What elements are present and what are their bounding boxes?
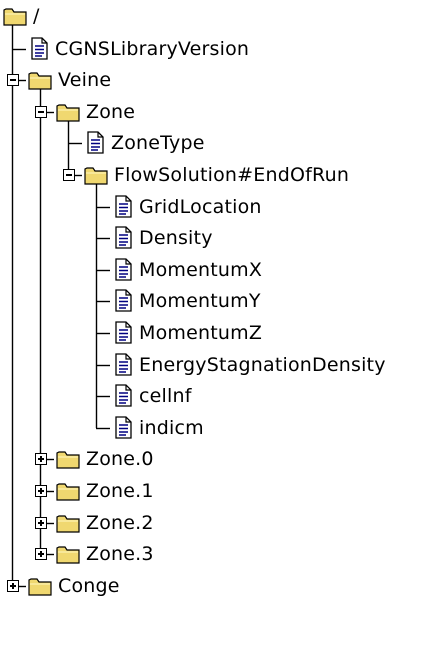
document-icon [115, 416, 132, 439]
tree-item-label: Zone.2 [86, 512, 154, 534]
tree-item[interactable]: Zone.3 [0, 538, 444, 570]
expand-toggle-icon[interactable] [35, 485, 47, 497]
tree-item-label: MomentumY [139, 290, 261, 312]
folder-icon [3, 6, 28, 27]
tree-item[interactable]: Density [0, 222, 444, 254]
collapse-toggle-icon[interactable] [63, 169, 75, 181]
folder-icon [56, 481, 81, 502]
tree-item[interactable]: EnergyStagnationDensity [0, 349, 444, 381]
expand-toggle-icon[interactable] [35, 517, 47, 529]
tree-item[interactable]: Zone [0, 96, 444, 128]
document-icon [115, 353, 132, 376]
tree-item[interactable]: MomentumX [0, 254, 444, 286]
tree-item[interactable]: Zone.1 [0, 475, 444, 507]
tree-item[interactable]: ZoneType [0, 127, 444, 159]
tree-item-label: Zone [86, 101, 136, 123]
document-icon [115, 195, 132, 218]
folder-icon [56, 513, 81, 534]
tree-item-label: Veine [58, 69, 112, 91]
tree-item[interactable]: Zone.0 [0, 443, 444, 475]
collapse-toggle-icon[interactable] [7, 74, 19, 86]
document-icon [115, 258, 132, 281]
tree-item-label: Zone.1 [86, 480, 154, 502]
tree-item-label: GridLocation [139, 196, 262, 218]
tree-item[interactable]: GridLocation [0, 191, 444, 223]
expand-toggle-icon[interactable] [35, 453, 47, 465]
tree-item-label: FlowSolution#EndOfRun [114, 164, 350, 186]
document-icon [115, 384, 132, 407]
folder-icon [56, 544, 81, 565]
tree-item-label: ZoneType [111, 132, 205, 154]
tree-item-label: MomentumX [139, 259, 263, 281]
tree-item[interactable]: cellnf [0, 380, 444, 412]
document-icon [115, 321, 132, 344]
folder-icon [84, 165, 109, 186]
expand-toggle-icon[interactable] [7, 580, 19, 592]
tree-root-label: / [33, 5, 40, 27]
tree-item-label: CGNSLibraryVersion [55, 38, 250, 60]
tree-item-label: indicm [139, 417, 204, 439]
folder-icon [28, 576, 53, 597]
tree-item[interactable]: MomentumZ [0, 317, 444, 349]
tree-item-label: Conge [58, 575, 120, 597]
tree-item[interactable]: Veine [0, 64, 444, 96]
folder-icon [28, 70, 53, 91]
tree-item[interactable]: MomentumY [0, 285, 444, 317]
expand-toggle-icon[interactable] [35, 548, 47, 560]
tree-item-label: Density [139, 227, 213, 249]
document-icon [31, 37, 48, 60]
document-icon [115, 289, 132, 312]
folder-icon [56, 102, 81, 123]
tree-item[interactable]: indicm [0, 412, 444, 444]
collapse-toggle-icon[interactable] [35, 106, 47, 118]
tree-item-label: EnergyStagnationDensity [139, 354, 386, 376]
tree-item-label: MomentumZ [139, 322, 263, 344]
tree-item[interactable]: Conge [0, 570, 444, 602]
document-icon [87, 131, 104, 154]
tree-item[interactable]: Zone.2 [0, 507, 444, 539]
tree-item-label: Zone.3 [86, 543, 154, 565]
tree-item-label: Zone.0 [86, 448, 154, 470]
tree-item[interactable]: FlowSolution#EndOfRun [0, 159, 444, 191]
folder-icon [56, 449, 81, 470]
document-icon [115, 226, 132, 249]
tree-item-label: cellnf [139, 385, 192, 407]
tree-item[interactable]: CGNSLibraryVersion [0, 33, 444, 65]
